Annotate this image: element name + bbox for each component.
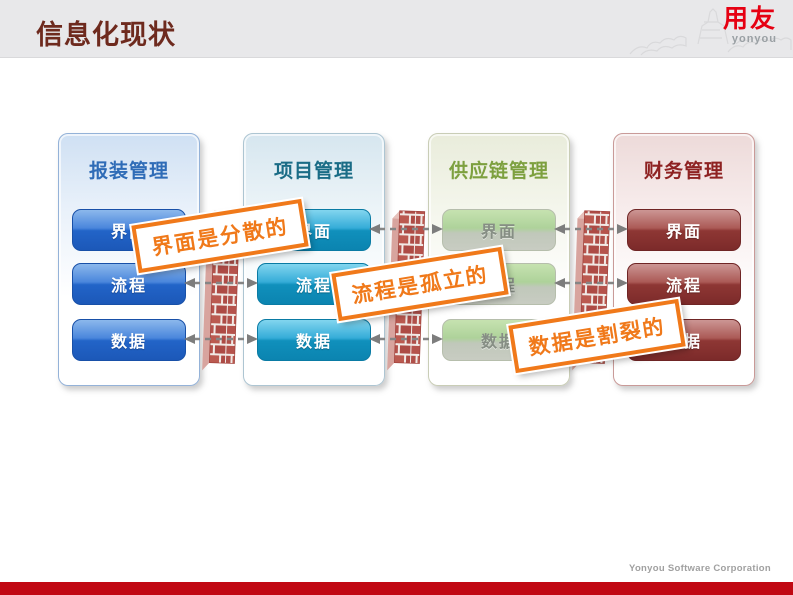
item-interface: 界面 (442, 209, 556, 251)
item-process: 流程 (627, 263, 741, 305)
double-arrow-icon (369, 334, 443, 344)
double-arrow-icon (554, 278, 628, 288)
item-data: 数据 (72, 319, 186, 361)
double-arrow-icon (369, 224, 443, 234)
panel-title: 供应链管理 (448, 161, 549, 182)
double-arrow-icon (554, 224, 628, 234)
panel-title: 财务管理 (643, 161, 724, 182)
great-wall-sketch-icon (629, 8, 792, 56)
item-process: 流程 (72, 263, 186, 305)
page-title: 信息化现状 (36, 20, 176, 50)
panel-project-mgmt: 项目管理 界面 流程 数据 (243, 133, 385, 386)
panel-title: 项目管理 (273, 161, 354, 182)
yonyou-logo: 用友 yonyou (723, 7, 777, 45)
panel-installation-mgmt: 报装管理 界面 流程 数据 (58, 133, 200, 386)
double-arrow-icon (184, 334, 258, 344)
double-arrow-icon (184, 278, 258, 288)
bottom-red-bar (0, 582, 793, 595)
slide-header: 信息化现状 用友 yonyou (0, 0, 793, 58)
item-interface: 界面 (627, 209, 741, 251)
logo-subtext: yonyou (731, 33, 777, 45)
item-data: 数据 (257, 319, 371, 361)
logo-text: 用友 (722, 5, 777, 33)
footer-company-text: Yonyou Software Corporation (629, 563, 771, 574)
panel-title: 报装管理 (88, 161, 169, 182)
